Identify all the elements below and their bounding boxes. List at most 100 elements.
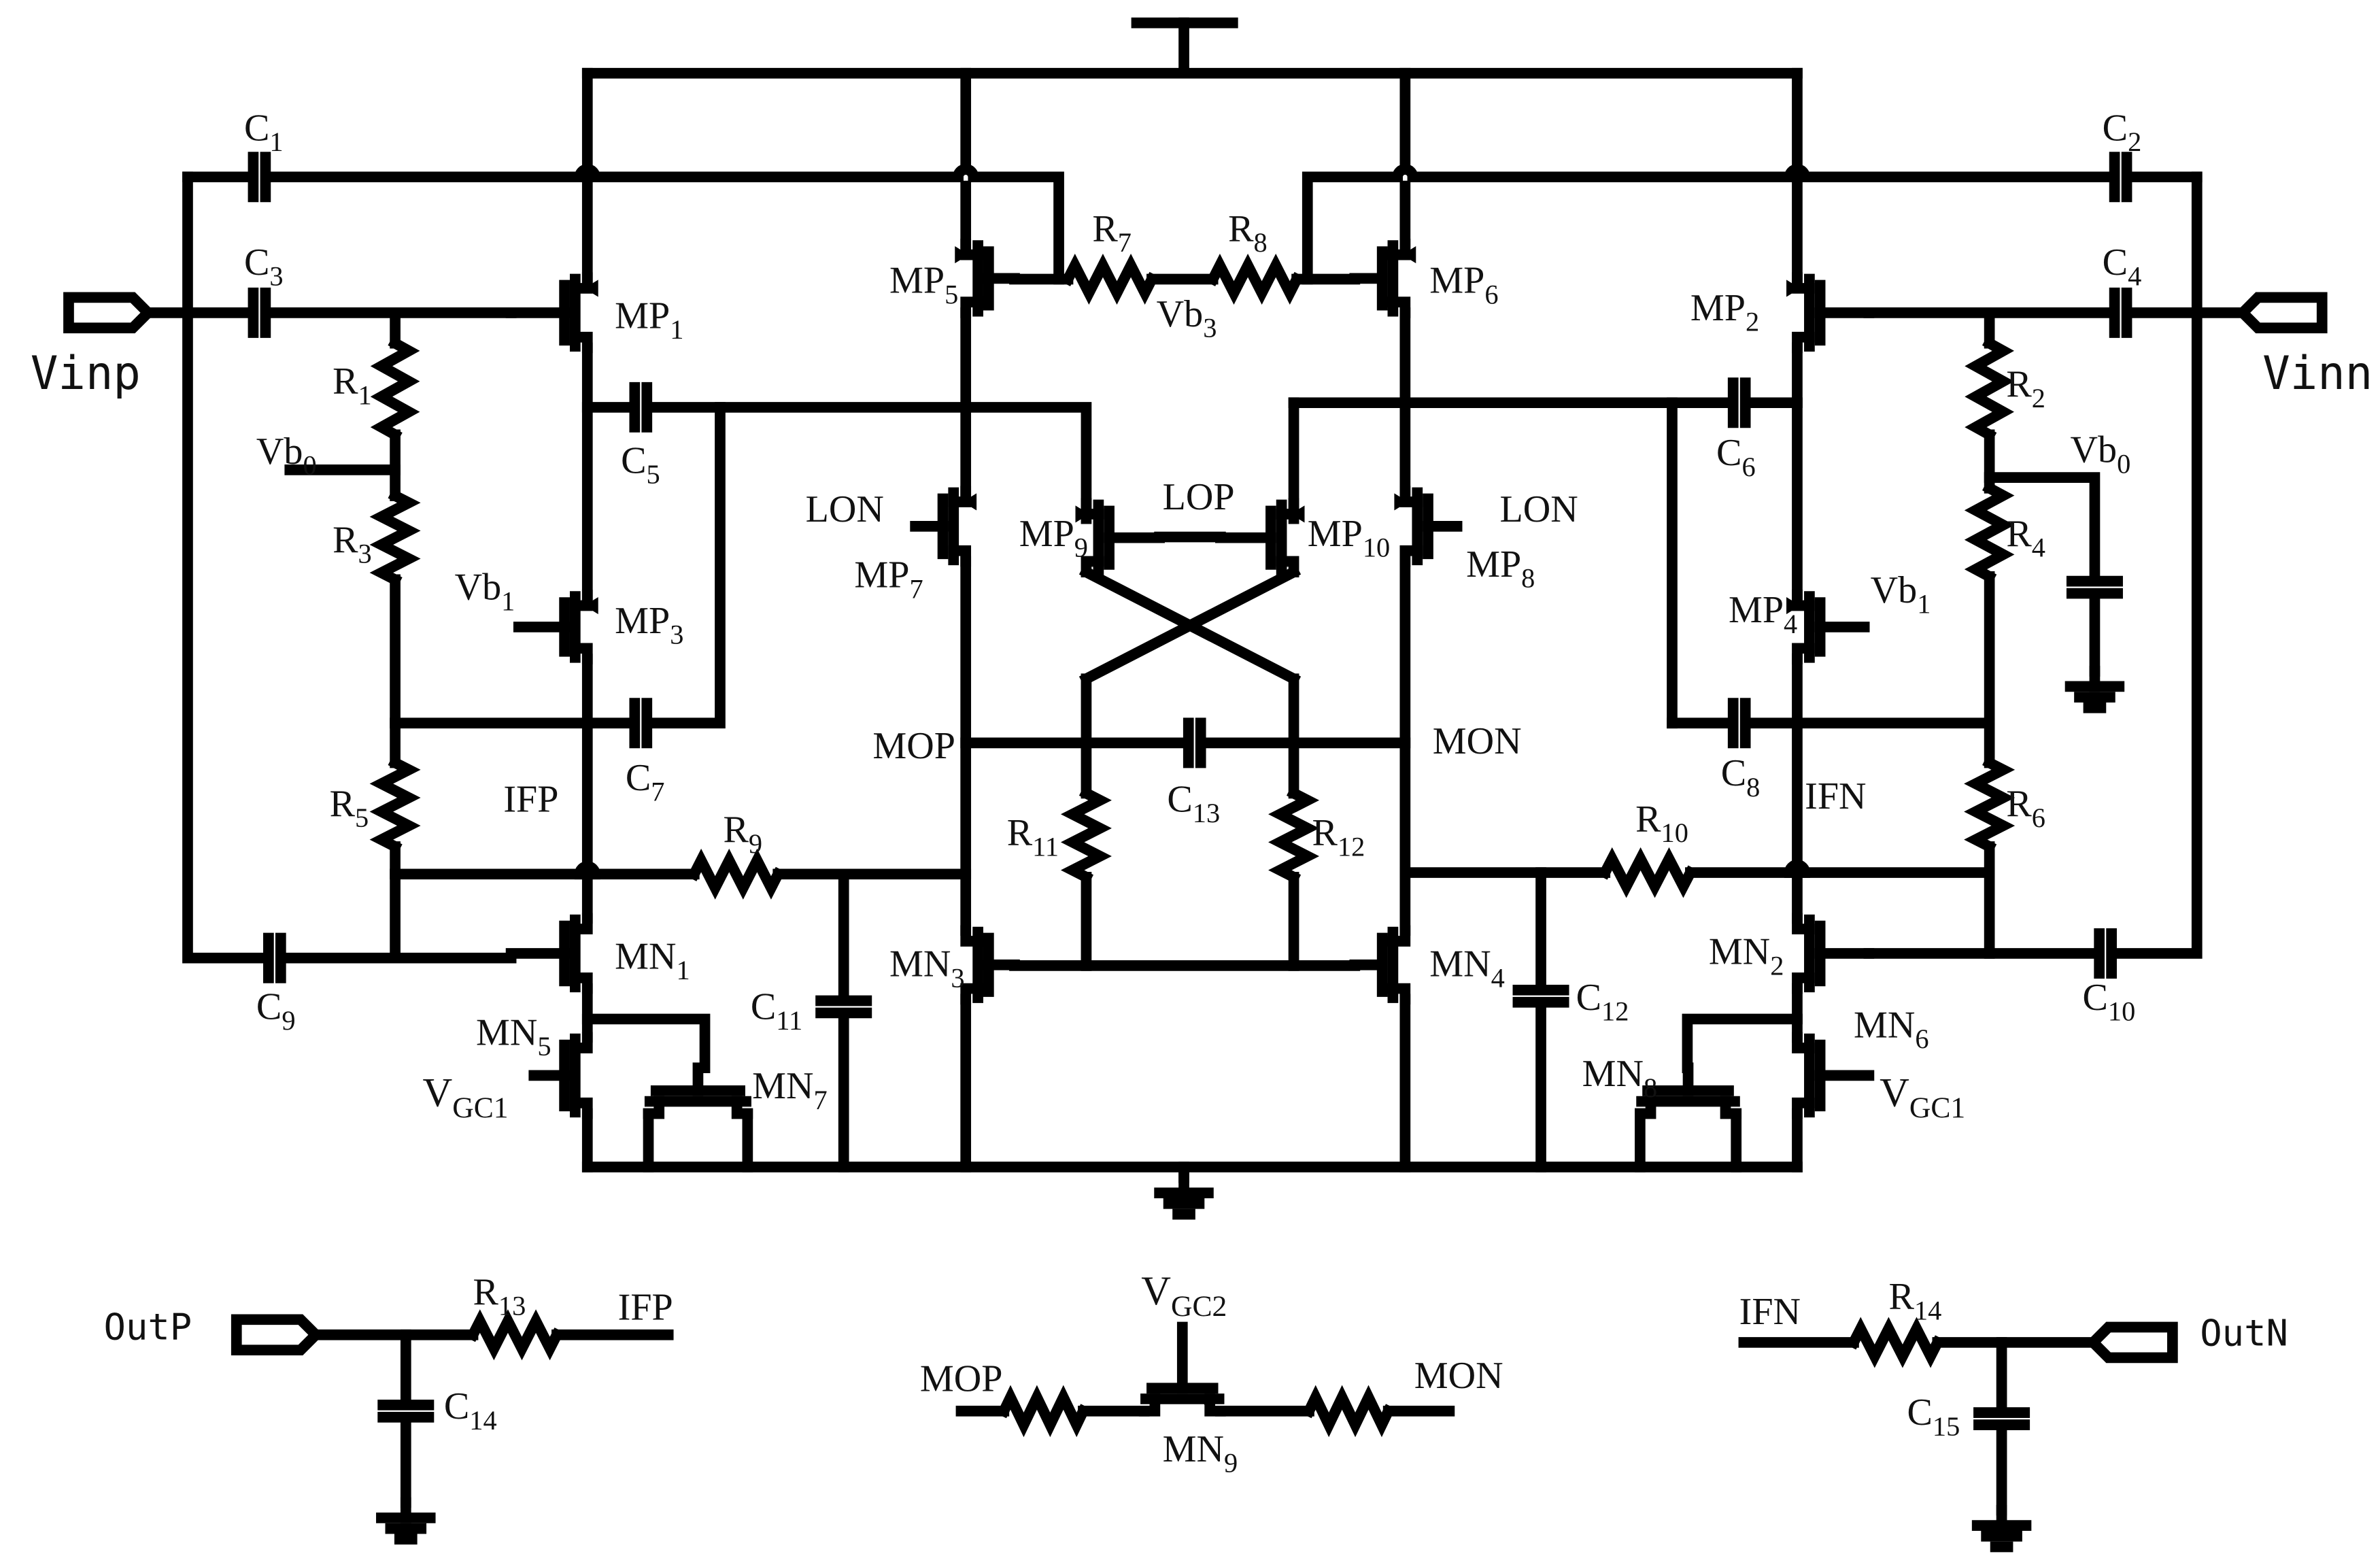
r7-label-subscript: 7 [1118, 227, 1132, 258]
c12-label: C12 [1576, 977, 1629, 1027]
c9-label-subscript: 9 [282, 1005, 295, 1036]
mn3-label: MN3 [889, 943, 965, 994]
r11-label-base: R [1007, 812, 1033, 854]
r14-label-base: R [1889, 1276, 1915, 1318]
r13-label: R13 [473, 1271, 526, 1321]
c4-label-subscript: 4 [2128, 260, 2141, 291]
c12-label-subscript: 12 [1601, 996, 1629, 1027]
vgc1-left-label: VGC1 [422, 1070, 508, 1124]
mp3-arrow-icon [584, 596, 598, 615]
r10-label-subscript: 10 [1661, 817, 1688, 848]
r4-resistor [1964, 481, 2015, 584]
r6-label-subscript: 6 [2032, 802, 2045, 833]
mn1-arrow-icon [570, 969, 585, 987]
c6-label-base: C [1716, 432, 1741, 474]
mp9-label: MP9 [1019, 513, 1088, 563]
c5-label-subscript: 5 [647, 459, 660, 490]
mp5-label-base: MP [889, 260, 945, 302]
mop-label: MOP [872, 725, 955, 767]
r3-label: R3 [333, 519, 372, 569]
c2-label: C2 [2103, 107, 2142, 157]
mn7-label-base: MN [752, 1065, 813, 1107]
r14-resistor [1846, 1317, 1945, 1368]
c3-label-subscript: 3 [269, 260, 283, 291]
mp3-label-base: MP [615, 600, 670, 642]
r10-label: R10 [1635, 798, 1688, 849]
mn9-label: MN9 [1163, 1428, 1238, 1478]
c2-label-subscript: 2 [2128, 126, 2141, 157]
mp2-label: MP2 [1690, 287, 1759, 337]
r8-label-base: R [1228, 207, 1254, 250]
mp4-arrow-icon [1786, 596, 1801, 615]
circuit-wiring [142, 17, 2248, 1516]
r4-label-subscript: 4 [2032, 532, 2045, 563]
mp7-label-subscript: 7 [909, 573, 923, 604]
c8-label: C8 [1721, 752, 1761, 802]
r2-label-base: R [2006, 363, 2032, 405]
r1-label: R1 [333, 360, 372, 411]
mn5-label-base: MN [476, 1012, 537, 1054]
vb0-left-label: Vb0 [256, 430, 317, 481]
mn2-label-subscript: 2 [1770, 950, 1784, 981]
r3-resistor [369, 488, 421, 587]
mn4-label-subscript: 4 [1491, 962, 1505, 993]
c7-label-base: C [626, 757, 651, 799]
r12-label: R12 [1312, 812, 1365, 862]
mp5-label-subscript: 5 [945, 279, 958, 309]
outn-label: OutN [2200, 1311, 2288, 1354]
c5-label-base: C [621, 439, 646, 481]
vinp-port [63, 292, 156, 334]
mon-label: MON [1433, 720, 1522, 762]
c8-label-subscript: 8 [1746, 772, 1760, 802]
mn6-arrow-icon [1800, 1094, 1814, 1112]
r2-label-subscript: 2 [2032, 383, 2045, 413]
c9-label: C9 [256, 985, 296, 1036]
r3-label-base: R [333, 519, 358, 561]
c13-label-subscript: 13 [1193, 798, 1220, 828]
mn3-label-base: MN [889, 943, 951, 985]
mn9-right-resistor [1302, 1385, 1396, 1438]
mp6-label-base: MP [1429, 260, 1484, 302]
c13-label: C13 [1167, 778, 1220, 828]
vb0-right-label-base: Vb [2071, 429, 2118, 471]
vb1-right-label-base: Vb [1871, 569, 1918, 611]
r9-label-subscript: 9 [749, 828, 762, 859]
cross-b [1078, 564, 1302, 686]
mn7-label-subscript: 7 [813, 1085, 827, 1115]
hop-c2-mp6 [1392, 164, 1418, 183]
r9-label-base: R [723, 809, 749, 851]
r8-resistor [1206, 254, 1304, 305]
mn9-arrow-icon [1200, 1397, 1217, 1411]
r3-label-subscript: 3 [358, 539, 372, 569]
c11-label-subscript: 11 [776, 1005, 802, 1036]
r10-label-base: R [1635, 798, 1661, 841]
c2-c10-loop [2107, 171, 2203, 959]
mn3-label-subscript: 3 [951, 962, 964, 993]
c8-label-base: C [1721, 752, 1746, 794]
c3-label: C3 [244, 241, 284, 292]
r7-resistor [1060, 254, 1159, 305]
vb1-right-label: Vb1 [1871, 569, 1931, 620]
mp10-arrow-icon [1291, 505, 1305, 523]
mp7-label: MP7 [854, 554, 923, 605]
hop-ifp [574, 861, 600, 880]
mn4-arrow-icon [1388, 979, 1402, 998]
c5-label: C5 [621, 439, 660, 490]
mp5-label: MP5 [889, 260, 958, 310]
mp8-arrow-icon [1394, 493, 1408, 511]
r13-label-subscript: 13 [498, 1291, 526, 1321]
r14-label-subscript: 14 [1914, 1295, 1941, 1325]
vb0-right-tap [1984, 472, 2101, 582]
vb3-label-base: Vb [1157, 293, 1204, 335]
outn-port [2086, 1321, 2178, 1364]
r11-label: R11 [1007, 812, 1059, 862]
c14-label-base: C [444, 1385, 469, 1427]
mn2-arrow-icon [1800, 969, 1814, 987]
mn4-label-base: MN [1429, 943, 1491, 985]
c15-label-subscript: 15 [1933, 1411, 1960, 1442]
mp9-label-subscript: 9 [1074, 532, 1088, 563]
ifn-label: IFN [1805, 775, 1866, 817]
mp4-label: MP4 [1729, 589, 1797, 639]
vgc1-right-label-base: V [1880, 1070, 1909, 1115]
